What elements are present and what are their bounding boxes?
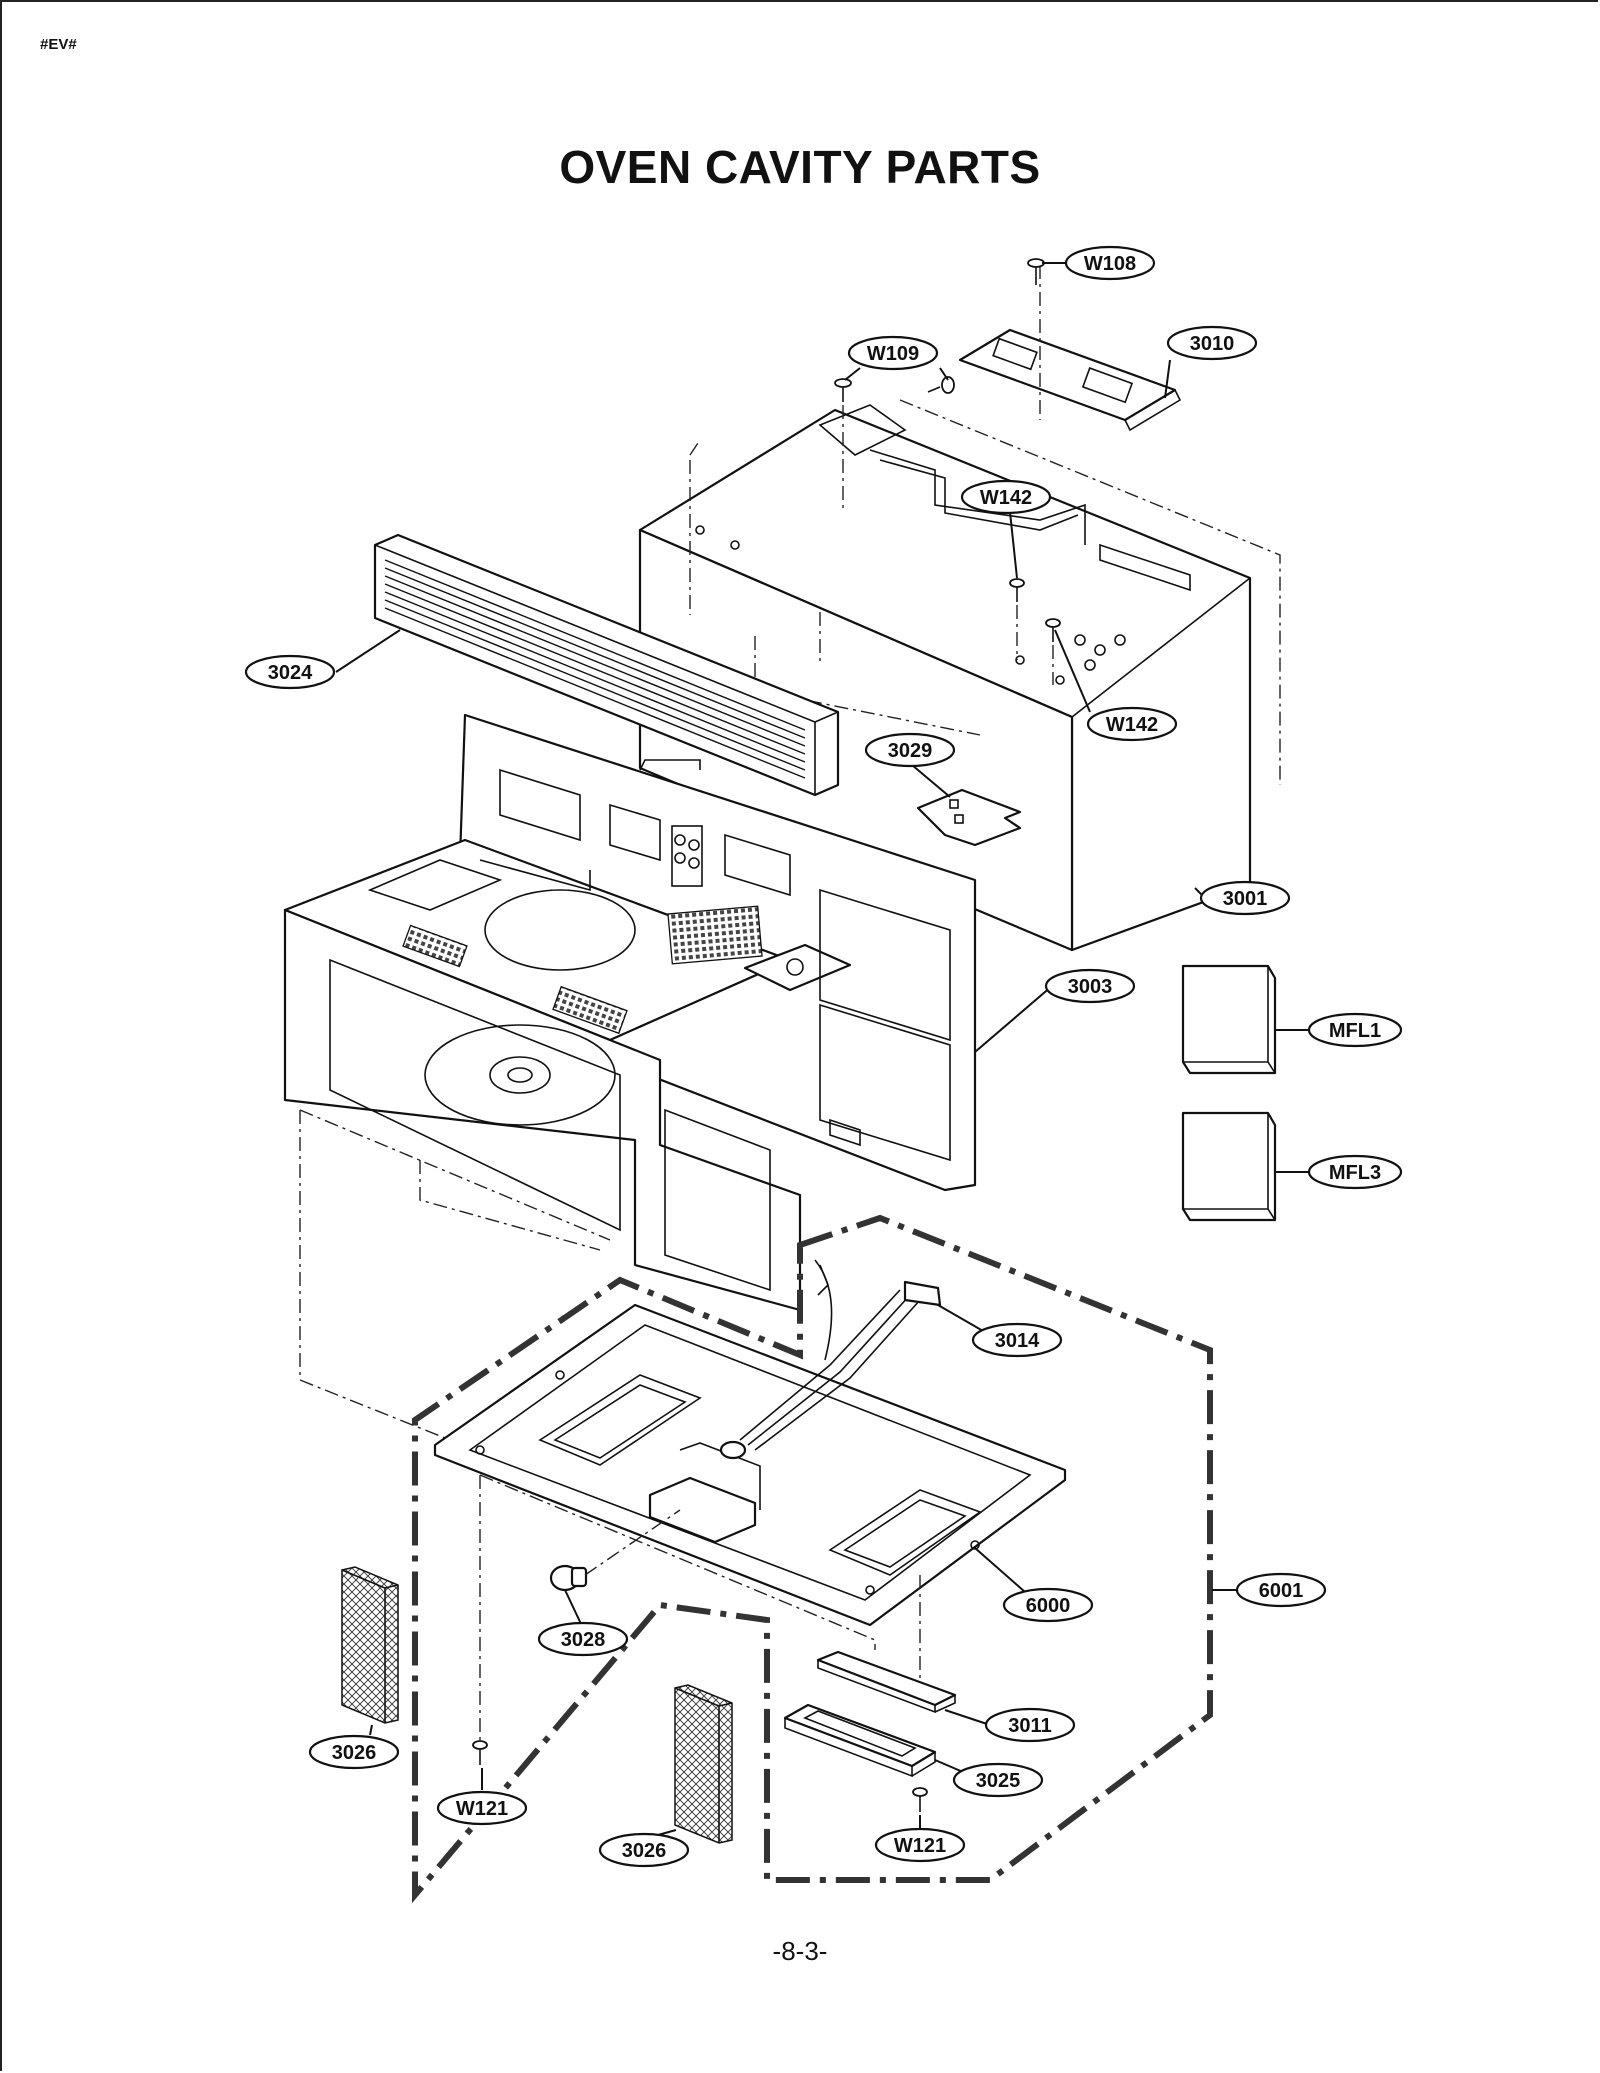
callout-w142-side: W142 — [1086, 706, 1178, 742]
callout-3026-left: 3026 — [308, 1734, 400, 1770]
svg-text:3011: 3011 — [1008, 1715, 1051, 1737]
screw-w108 — [1027, 258, 1045, 285]
callout-3014: 3014 — [971, 1322, 1063, 1358]
svg-text:3026: 3026 — [622, 1840, 667, 1862]
svg-text:3010: 3010 — [1190, 333, 1235, 355]
svg-text:W109: W109 — [867, 343, 919, 365]
svg-text:W142: W142 — [980, 487, 1032, 509]
callout-6001: 6001 — [1235, 1572, 1327, 1608]
callout-3010: 3010 — [1166, 325, 1258, 361]
callout-3011: 3011 — [984, 1707, 1076, 1743]
callout-w109: W109 — [847, 335, 939, 371]
svg-text:3014: 3014 — [995, 1330, 1040, 1352]
document-mark: #EV# — [40, 36, 77, 53]
svg-text:W108: W108 — [1084, 253, 1136, 275]
callout-w121-left: W121 — [436, 1790, 528, 1826]
lamp-housing-3025 — [783, 1703, 937, 1778]
screw-w109-right — [927, 376, 955, 394]
manual-mfl3 — [1181, 1111, 1277, 1222]
outer-case-3001 — [638, 399, 1281, 952]
callout-mfl1: MFL1 — [1307, 1012, 1403, 1048]
base-plate-6000 — [433, 1303, 1067, 1740]
callout-mfl3: MFL3 — [1307, 1154, 1403, 1190]
baffle-3029 — [916, 788, 1022, 847]
callout-3025: 3025 — [952, 1762, 1044, 1798]
svg-text:3028: 3028 — [561, 1629, 606, 1651]
callout-w108: W108 — [1064, 245, 1156, 281]
callout-3029: 3029 — [864, 732, 956, 768]
callout-3028: 3028 — [537, 1621, 629, 1657]
grille-3024 — [373, 533, 840, 797]
svg-text:3025: 3025 — [976, 1770, 1021, 1792]
assembly-6001-boundary — [412, 1214, 1213, 1904]
callout-3001: 3001 — [1199, 880, 1291, 916]
svg-text:MFL1: MFL1 — [1329, 1020, 1381, 1042]
page-number: -8-3- — [772, 1936, 828, 1966]
callout-3026-center: 3026 — [598, 1832, 690, 1868]
screw-w142-side — [1045, 618, 1061, 685]
screw-w109-left — [834, 378, 852, 510]
callout-3024: 3024 — [244, 654, 336, 690]
svg-text:3029: 3029 — [888, 740, 933, 762]
svg-text:6000: 6000 — [1026, 1595, 1071, 1617]
grease-filter-3026-center — [674, 1684, 733, 1844]
svg-text:3024: 3024 — [268, 662, 313, 684]
svg-text:6001: 6001 — [1259, 1580, 1304, 1602]
page-title: OVEN CAVITY PARTS — [559, 141, 1041, 193]
manual-mfl1 — [1181, 964, 1277, 1075]
svg-text:MFL3: MFL3 — [1329, 1162, 1381, 1184]
callout-w142-top: W142 — [960, 479, 1052, 515]
oven-cavity-3003 — [283, 713, 977, 1451]
svg-text:3003: 3003 — [1068, 976, 1113, 998]
callout-w121-right: W121 — [874, 1827, 966, 1863]
screw-w142-top — [1009, 578, 1025, 660]
svg-text:3026: 3026 — [332, 1742, 377, 1764]
callout-6000: 6000 — [1002, 1587, 1094, 1623]
svg-text:W142: W142 — [1106, 714, 1158, 736]
svg-text:3001: 3001 — [1223, 888, 1268, 910]
wire-harness-3014 — [719, 1259, 942, 1460]
grease-filter-3026-left — [341, 1566, 399, 1724]
svg-text:W121: W121 — [456, 1798, 508, 1820]
callout-3003: 3003 — [1044, 968, 1136, 1004]
bracket-3010 — [958, 265, 1182, 432]
screw-w121-right — [912, 1787, 928, 1812]
screw-w121-left — [472, 1740, 488, 1765]
lamp-cover-3011 — [816, 1650, 957, 1714]
svg-text:W121: W121 — [894, 1835, 946, 1857]
